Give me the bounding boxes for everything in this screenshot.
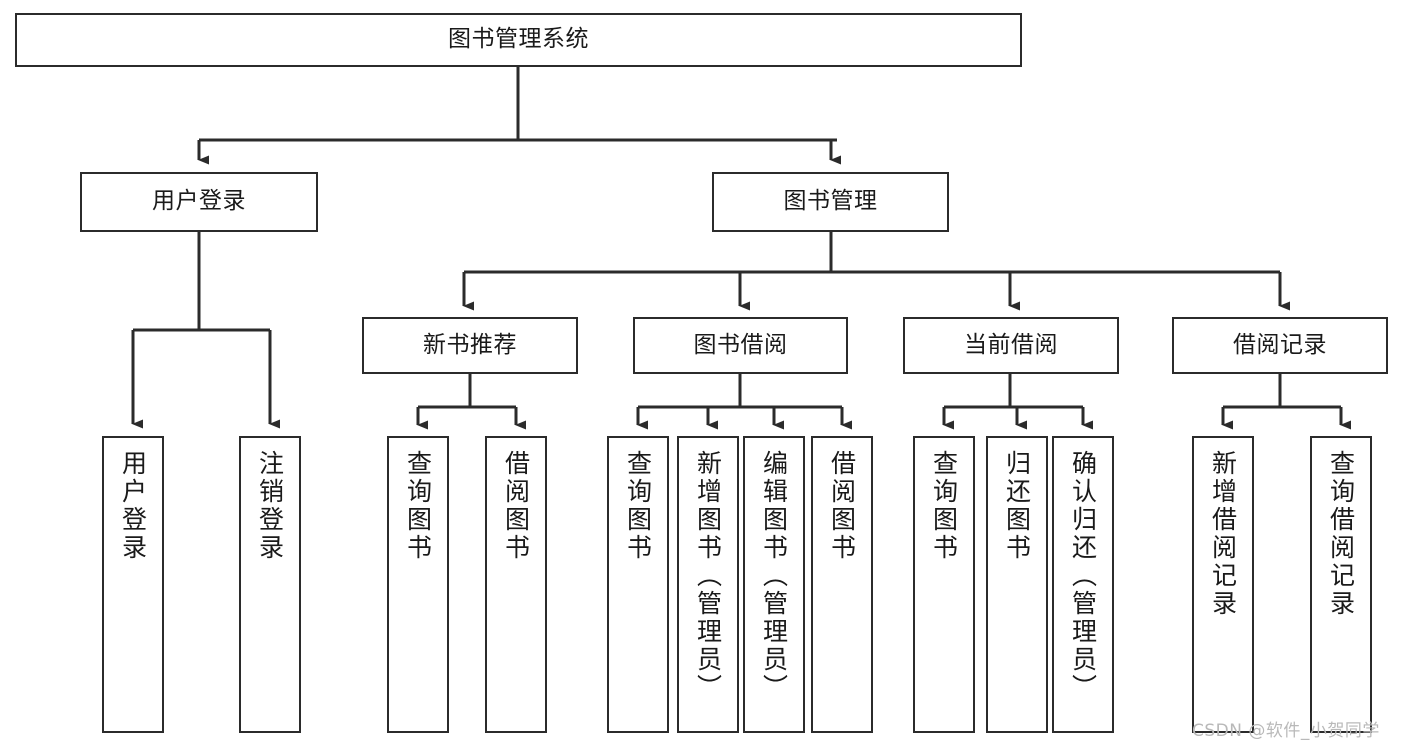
leaf-query-borrow-record[interactable]: 查询借阅记录 bbox=[1310, 436, 1372, 733]
node-label: 归还图书 bbox=[1002, 450, 1032, 562]
node-label: 借阅图书 bbox=[827, 450, 857, 562]
node-label: 查询借阅记录 bbox=[1326, 450, 1356, 618]
node-label: 图书借阅 bbox=[693, 331, 788, 358]
node-book-borrow[interactable]: 图书借阅 bbox=[633, 317, 848, 374]
node-label: 确认归还（管理员） bbox=[1068, 450, 1098, 702]
leaf-add-book-admin[interactable]: 新增图书（管理员） bbox=[677, 436, 739, 733]
node-borrow-record[interactable]: 借阅记录 bbox=[1172, 317, 1388, 374]
node-current-borrow[interactable]: 当前借阅 bbox=[903, 317, 1119, 374]
node-new-book-recommend[interactable]: 新书推荐 bbox=[362, 317, 578, 374]
node-label: 用户登录 bbox=[152, 188, 246, 215]
leaf-query-book-2[interactable]: 查询图书 bbox=[607, 436, 669, 733]
node-root-system[interactable]: 图书管理系统 bbox=[15, 13, 1022, 67]
node-label: 查询图书 bbox=[403, 450, 433, 562]
node-label: 图书管理系统 bbox=[448, 26, 589, 53]
node-label: 借阅图书 bbox=[501, 450, 531, 562]
node-label: 图书管理 bbox=[783, 188, 878, 215]
node-label: 新增图书（管理员） bbox=[693, 450, 723, 702]
leaf-confirm-return-admin[interactable]: 确认归还（管理员） bbox=[1052, 436, 1114, 733]
leaf-borrow-book-2[interactable]: 借阅图书 bbox=[811, 436, 873, 733]
node-label: 新增借阅记录 bbox=[1208, 450, 1238, 618]
node-label: 借阅记录 bbox=[1233, 331, 1327, 358]
leaf-return-book[interactable]: 归还图书 bbox=[986, 436, 1048, 733]
csdn-watermark: CSDN @软件_小贺同学 bbox=[1192, 721, 1380, 741]
node-label: 编辑图书（管理员） bbox=[759, 450, 789, 702]
node-user-login[interactable]: 用户登录 bbox=[80, 172, 318, 232]
leaf-query-book-3[interactable]: 查询图书 bbox=[913, 436, 975, 733]
node-label: 当前借阅 bbox=[964, 331, 1058, 358]
node-label: 注销登录 bbox=[255, 450, 285, 562]
leaf-borrow-book-1[interactable]: 借阅图书 bbox=[485, 436, 547, 733]
leaf-edit-book-admin[interactable]: 编辑图书（管理员） bbox=[743, 436, 805, 733]
leaf-query-book-1[interactable]: 查询图书 bbox=[387, 436, 449, 733]
node-label: 新书推荐 bbox=[423, 331, 517, 358]
leaf-add-borrow-record[interactable]: 新增借阅记录 bbox=[1192, 436, 1254, 733]
node-label: 用户登录 bbox=[118, 450, 148, 562]
node-book-manage[interactable]: 图书管理 bbox=[712, 172, 949, 232]
node-label: 查询图书 bbox=[623, 450, 653, 562]
leaf-logout[interactable]: 注销登录 bbox=[239, 436, 301, 733]
leaf-user-login[interactable]: 用户登录 bbox=[102, 436, 164, 733]
node-label: 查询图书 bbox=[929, 450, 959, 562]
